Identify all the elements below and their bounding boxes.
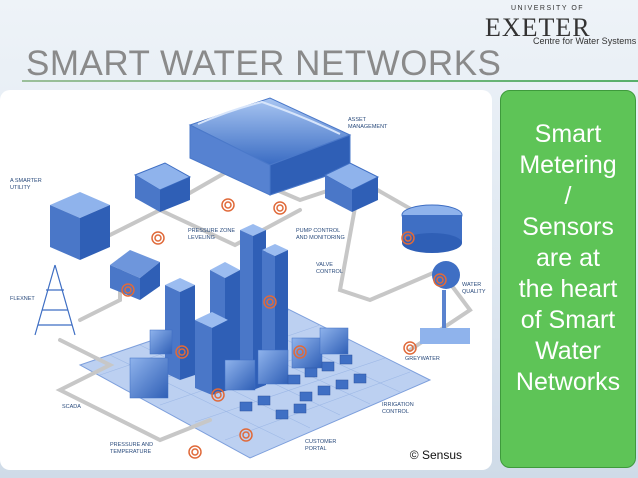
label-line: CONTROL: [382, 409, 409, 415]
callout-line: Metering: [519, 151, 617, 179]
label-line: AND MONITORING: [296, 235, 345, 241]
city-network-drawing: [34, 97, 473, 459]
label-line: IRRIGATION: [382, 402, 414, 408]
callout-line: Water: [535, 337, 601, 365]
callout-box: Smart Metering / Sensors are at the hear…: [500, 90, 636, 468]
label-scada: SCADA: [62, 404, 81, 410]
label-line: PORTAL: [305, 446, 327, 452]
callout-line: are at: [536, 244, 600, 272]
label-smarter-utility: A SMARTER UTILITY: [10, 178, 42, 192]
label-pressure-temperature: PRESSURE AND TEMPERATURE: [110, 442, 153, 456]
label-line: VALVE: [316, 262, 333, 268]
water-tank: [401, 204, 463, 253]
suburban-house: [110, 250, 160, 300]
callout-line: the heart: [518, 275, 618, 303]
label-line: PUMP CONTROL: [296, 228, 341, 234]
label-line: QUALITY: [462, 289, 486, 295]
label-line: WATER: [462, 282, 482, 288]
label-line: A SMARTER: [10, 178, 42, 184]
logo-university-text: UNIVERSITY OF: [511, 5, 585, 12]
label-valve-control: VALVE CONTROL: [316, 262, 343, 276]
control-house: [323, 162, 380, 212]
radio-mast: [34, 264, 76, 336]
university-logo: UNIVERSITY OF EXETER Centre for Water Sy…: [485, 4, 637, 48]
label-line: LEVELING: [188, 235, 215, 241]
label-line: MANAGEMENT: [348, 124, 388, 130]
label-greywater: GREYWATER: [405, 356, 440, 362]
pump-house: [133, 162, 192, 212]
skyscrapers: [165, 224, 288, 395]
label-customer-portal: CUSTOMER PORTAL: [305, 439, 336, 453]
smart-water-illustration: ASSET MANAGEMENT A SMARTER UTILITY PRESS…: [0, 90, 492, 470]
callout-line: /: [564, 182, 572, 210]
label-line: PRESSURE ZONE: [188, 228, 236, 234]
copyright-text: © Sensus: [409, 448, 462, 462]
logo-name-text: EXETER: [485, 13, 591, 42]
label-line: CUSTOMER: [305, 439, 337, 445]
callout-line: Sensors: [522, 213, 614, 241]
house-cluster: [239, 354, 367, 420]
logo-centre-text: Centre for Water Systems: [533, 36, 637, 46]
label-line: TEMPERATURE: [110, 449, 152, 455]
label-pump-control: PUMP CONTROL AND MONITORING: [296, 228, 345, 242]
label-irrigation: IRRIGATION CONTROL: [382, 402, 414, 416]
callout-line: Smart: [534, 120, 602, 148]
label-flexnet: FLEXNET: [10, 296, 35, 302]
callout-line: of Smart: [520, 306, 616, 334]
sensor-rings: [121, 198, 447, 459]
callout-line: Networks: [515, 368, 621, 396]
utility-building: [50, 192, 110, 260]
slide-title: SMART WATER NETWORKS: [26, 44, 502, 83]
water-tower: [420, 261, 470, 344]
label-line: UTILITY: [10, 185, 31, 191]
label-asset-management: ASSET MANAGEMENT: [348, 117, 387, 131]
title-divider: [22, 80, 638, 82]
label-line: ASSET: [348, 117, 367, 123]
callout-text: Smart Metering / Sensors are at the hear…: [501, 119, 635, 398]
label-pressure-zone: PRESSURE ZONE LEVELING: [188, 228, 235, 242]
label-line: CONTROL: [316, 269, 343, 275]
label-water-quality: WATER QUALITY: [462, 282, 486, 296]
label-line: PRESSURE AND: [110, 442, 154, 448]
